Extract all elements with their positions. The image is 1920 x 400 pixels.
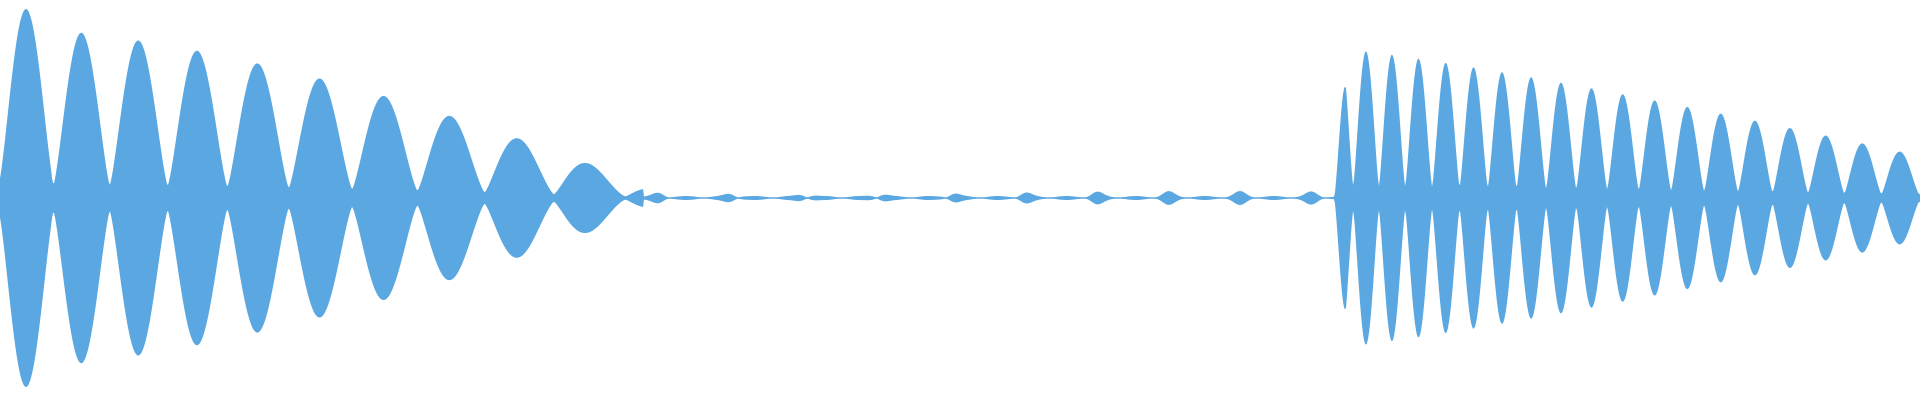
waveform-panel — [0, 9, 1920, 387]
audio-waveform — [0, 9, 1920, 387]
